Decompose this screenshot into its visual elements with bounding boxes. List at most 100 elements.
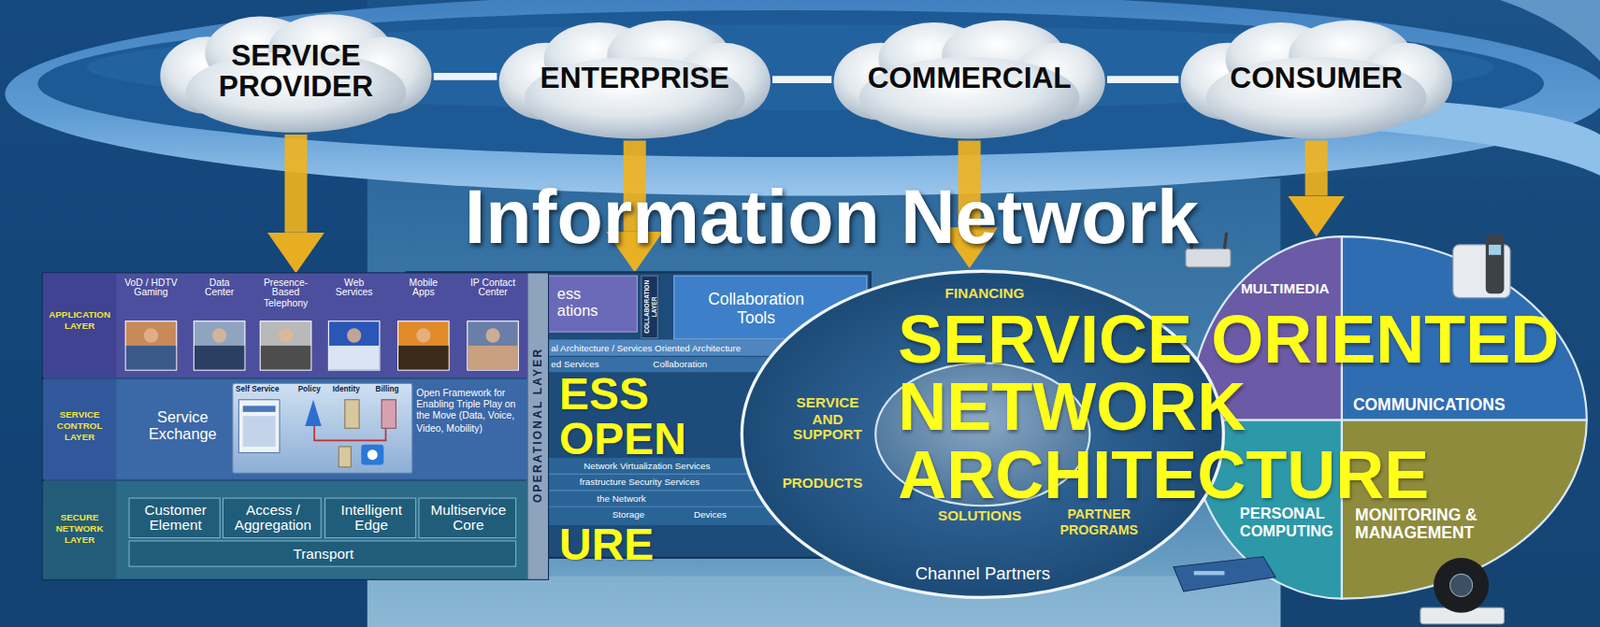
band-fill — [43, 273, 528, 377]
band-label-column — [43, 379, 117, 480]
flow-arrow — [284, 134, 307, 233]
node-text: ess ations — [557, 284, 621, 320]
node-text: Multiservice Core — [422, 502, 515, 534]
node-text: Customer Element — [132, 502, 219, 534]
node-shape — [232, 383, 413, 474]
network-box: Transport — [128, 540, 517, 567]
channel-segment: PARTNER PROGRAMS — [1055, 507, 1142, 545]
band-label-column — [43, 481, 117, 580]
floor — [367, 576, 1282, 627]
segment-cloud: SERVICE PROVIDER — [158, 12, 434, 135]
photo — [259, 321, 312, 371]
overlay-text: ESS — [559, 371, 703, 417]
billing-server — [381, 400, 396, 430]
photo-detail — [126, 345, 176, 371]
photo-detail — [346, 328, 361, 343]
link-line — [772, 75, 832, 84]
node-text: Web Services — [328, 277, 380, 300]
node-text: Network Virtualization Services — [583, 461, 758, 472]
node-text: IP Contact Center — [467, 277, 519, 300]
link-line — [433, 72, 498, 81]
policy-icon — [304, 400, 321, 427]
node-text: COLLABORATION LAYER — [643, 275, 658, 337]
node-text: SOLUTIONS — [923, 507, 1037, 524]
server-icon — [338, 446, 351, 468]
service-tile: IP Contact Center — [461, 276, 525, 375]
portal-bar — [243, 405, 276, 413]
panel-frame — [43, 273, 548, 579]
ring-inner — [37, 10, 1544, 158]
network-box: Intelligent Edge — [324, 498, 417, 540]
band-label-column — [43, 273, 117, 377]
ring-swoosh-top — [1499, 0, 1600, 61]
node-text: PARTNER PROGRAMS — [1055, 507, 1142, 538]
photo — [467, 321, 519, 371]
node-text: Collaboration — [652, 359, 735, 370]
photo — [193, 321, 246, 371]
node-text: PERSONAL COMPUTING — [1239, 505, 1341, 540]
network-box: Customer Element — [128, 498, 220, 540]
service-tile: VoD / HDTV Gaming — [119, 276, 184, 375]
router-lights — [1194, 571, 1226, 576]
photo — [398, 321, 450, 371]
node-text: COMMUNICATIONS — [1353, 395, 1528, 414]
cloud-shape — [1181, 20, 1453, 140]
node-text: Transport — [132, 546, 515, 563]
channel-segment: SERVICE AND SUPPORT — [779, 395, 877, 449]
node-text: Channel Partners — [908, 563, 1057, 584]
node-text: Open Framework for Enabling Triple Play … — [416, 388, 525, 434]
node-text: Presence-Based Telephony — [259, 277, 312, 310]
node-text: ed Services — [550, 359, 633, 370]
node-text: the Network — [596, 493, 709, 505]
flow-arrow — [1305, 141, 1328, 197]
phone-icon — [360, 445, 384, 466]
service-tile: Mobile Apps — [391, 276, 456, 375]
node-text: Intelligent Edge — [328, 502, 415, 534]
node-text: Data Center — [193, 277, 246, 300]
portal-body — [243, 416, 276, 447]
exchange-box — [232, 383, 413, 474]
layer-band: SERVICE CONTROL LAYERService ExchangeOpe… — [43, 379, 528, 480]
photo — [328, 321, 380, 371]
photo-detail — [260, 345, 311, 371]
phone-screen — [1488, 245, 1501, 256]
node-text: SERVICE PROVIDER — [168, 40, 424, 102]
node-text: frastructure Security Services — [579, 477, 754, 489]
application-box: ess ations — [547, 275, 638, 333]
node-text: Billing — [375, 385, 411, 394]
node-text: OPERATIONAL LAYER — [528, 272, 547, 578]
photo-detail — [194, 345, 245, 371]
node-text: APPLICATION LAYER — [45, 310, 114, 333]
node-text: SECURE NETWORK LAYER — [45, 512, 114, 546]
photo-detail — [485, 328, 500, 343]
overlay-title: SERVICE ORIENTED NETWORK ARCHITECTURE — [897, 305, 1600, 508]
node-text: Storage — [612, 510, 674, 521]
photo — [125, 321, 177, 371]
node-text: COMMERCIAL — [841, 62, 1097, 94]
photo-detail — [144, 328, 159, 343]
node-text: Self Service — [235, 385, 283, 394]
cloud-shape — [834, 20, 1106, 140]
architecture-panel: OPERATIONAL LAYER APPLICATION LAYERVoD / … — [43, 273, 548, 579]
photo-detail — [212, 328, 227, 343]
band-fill — [43, 379, 528, 480]
node-text: Policy — [298, 385, 330, 394]
service-tile: Presence-Based Telephony — [254, 276, 318, 375]
layer-band: SECURE NETWORK LAYER Customer ElementAcce… — [43, 481, 528, 580]
cloud-shape — [159, 14, 432, 133]
channel-segment: FINANCING — [923, 286, 1047, 307]
phone-icon-detail — [367, 449, 378, 461]
node-text: ENTERPRISE — [506, 62, 763, 94]
node-text: CONSUMER — [1188, 62, 1444, 94]
segment-cloud: ENTERPRISE — [496, 18, 773, 142]
photo-detail — [329, 345, 379, 371]
webcam-base — [1420, 607, 1504, 624]
node-text: Mobile Apps — [398, 277, 450, 300]
network-box: Access / Aggregation — [222, 498, 322, 540]
band-fill — [43, 481, 528, 580]
node-text: al Architecture / Services Oriented Arch… — [550, 344, 776, 355]
node-text: Identity — [332, 385, 370, 394]
banner-title: Information Network — [459, 179, 1205, 256]
photo-detail — [416, 328, 431, 343]
identity-server — [345, 400, 360, 430]
